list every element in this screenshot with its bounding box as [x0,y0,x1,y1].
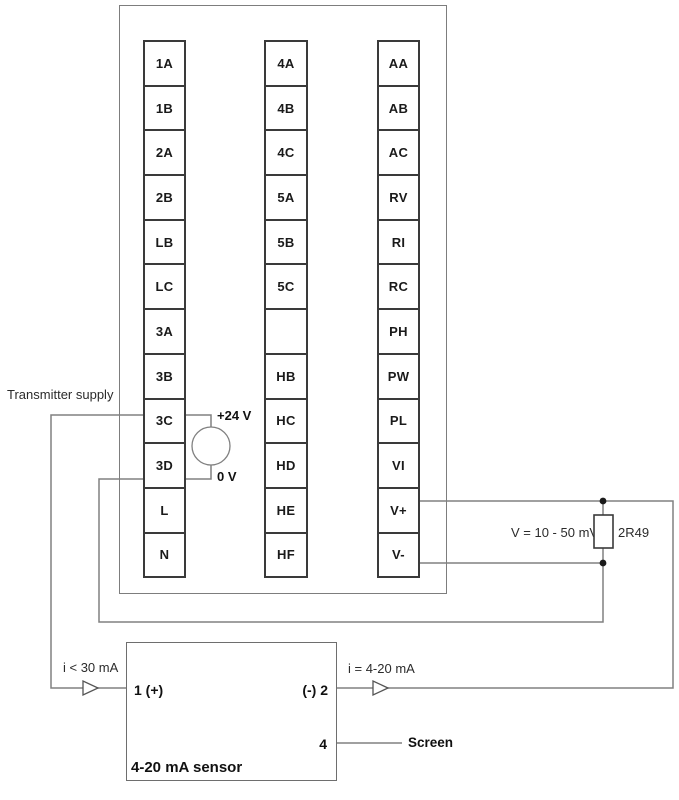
terminal-4a: 4A [266,42,306,87]
terminal-1b: 1B [145,86,184,132]
terminal-column-left: 1A 1B 2A 2B LB LC 3A 3B 3C 3D L N [143,40,186,579]
terminal-5a: 5A [266,176,306,221]
screen-label: Screen [408,735,454,750]
terminal-3b: 3B [145,354,184,400]
terminal-5b: 5B [266,220,306,266]
terminal-lc: LC [145,265,184,311]
terminal-vi: VI [379,444,418,489]
terminal-3d: 3D [145,444,184,489]
terminal-blank [266,310,306,355]
terminal-1a: 1A [145,42,184,87]
terminal-2b: 2B [145,176,184,221]
resistor-value-label: 2R49 [618,525,650,540]
terminal-ph: PH [379,310,418,355]
voltage-range-label: V = 10 - 50 mV [511,525,599,540]
supply-plus24v-label: +24 V [217,408,252,423]
terminal-2a: 2A [145,131,184,177]
terminal-5c: 5C [266,265,306,311]
supply-0v-label: 0 V [217,469,237,484]
terminal-ac: AC [379,131,418,177]
terminal-l: L [145,488,184,534]
terminal-column-middle: 4A 4B 4C 5A 5B 5C HB HC HD HE HF [264,40,308,579]
terminal-3c: 3C [145,399,184,445]
sensor-terminal-4-label: 4 [319,736,327,752]
terminal-pl: PL [379,399,418,445]
sensor-terminal-1-label: 1 (+) [134,682,164,698]
terminal-rc: RC [379,265,418,311]
terminal-4c: 4C [266,131,306,177]
input-current-arrow-icon [82,679,100,697]
terminal-he: HE [266,488,306,534]
terminal-pw: PW [379,354,418,400]
sensor-box: 1 (+) (-) 2 4 4-20 mA sensor [126,642,337,781]
junction-dot-bottom [599,559,607,567]
sensor-name-label: 4-20 mA sensor [131,759,243,776]
output-current-arrow-icon [372,679,390,697]
terminal-hd: HD [266,444,306,489]
transmitter-supply-label: Transmitter supply [7,387,114,402]
terminal-ri: RI [379,220,418,266]
terminal-n: N [145,533,184,577]
terminal-rv: RV [379,176,418,221]
terminal-lb: LB [145,220,184,266]
junction-dot-top [599,497,607,505]
sensor-terminal-2-label: (-) 2 [302,682,328,698]
terminal-v-minus: V- [379,533,418,577]
terminal-hf: HF [266,533,306,577]
terminal-aa: AA [379,42,418,87]
terminal-hb: HB [266,354,306,400]
terminal-4b: 4B [266,86,306,132]
terminal-hc: HC [266,399,306,445]
terminal-3a: 3A [145,310,184,355]
output-current-label: i = 4-20 mA [348,661,415,676]
input-current-label: i < 30 mA [63,660,119,675]
terminal-column-right: AA AB AC RV RI RC PH PW PL VI V+ V- [377,40,420,579]
terminal-ab: AB [379,86,418,132]
terminal-v-plus: V+ [379,488,418,534]
